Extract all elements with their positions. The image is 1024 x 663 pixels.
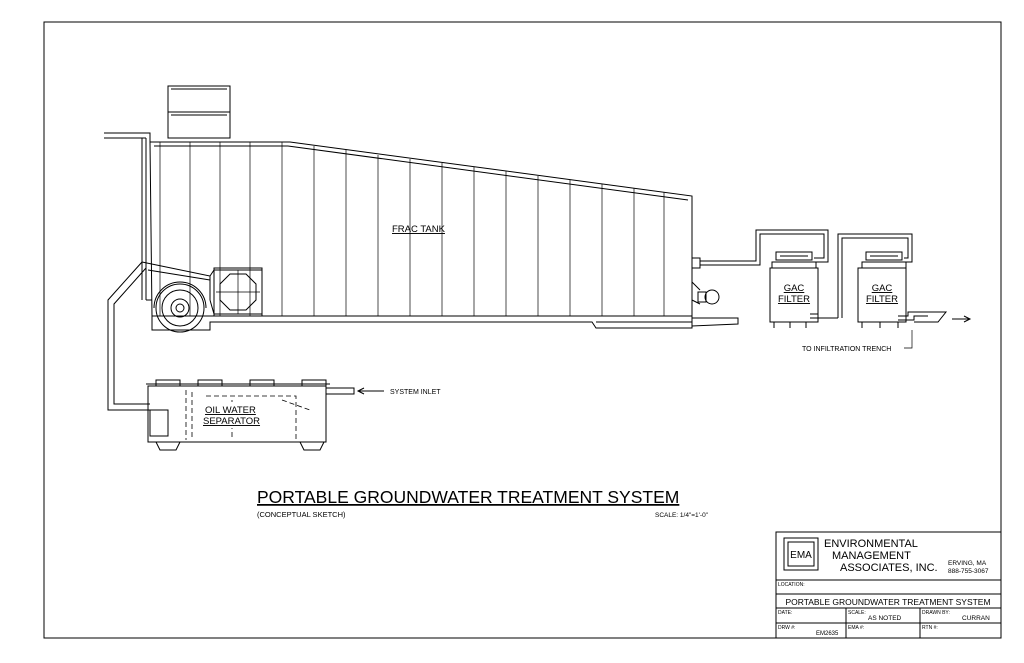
- tank-body: [149, 141, 693, 317]
- drawing-subtitle: (CONCEPTUAL SKETCH): [257, 510, 346, 519]
- infiltration-leader: [904, 330, 913, 349]
- drawn-by-label: DRAWN BY:: [922, 610, 950, 616]
- gac-filter-2: [857, 251, 907, 328]
- logo-text: EMA: [790, 550, 812, 561]
- drw-label: DRW #:: [778, 625, 795, 631]
- scale-value: AS NOTED: [868, 615, 902, 622]
- company-phone: 888-755-3067: [948, 568, 989, 575]
- drawing-title: PORTABLE GROUNDWATER TREATMENT SYSTEM: [257, 487, 679, 507]
- tank-outlet-pump: [691, 257, 739, 327]
- oil-water-separator: [146, 379, 384, 451]
- location-label: LOCATION:: [778, 582, 805, 588]
- ema-label: EMA #:: [848, 625, 864, 631]
- gac-2-label-line1: GAC: [872, 283, 893, 294]
- frac-tank-label: FRAC TANK: [392, 224, 446, 235]
- frac-tank: [104, 85, 739, 333]
- drawing-scale: SCALE: 1/4"=1'-0": [655, 512, 709, 519]
- gac-1-label-line1: GAC: [784, 283, 805, 294]
- rtn-label: RTN #:: [922, 625, 938, 631]
- piping: [107, 229, 972, 411]
- company-line3: ASSOCIATES, INC.: [840, 562, 938, 574]
- date-label: DATE:: [778, 610, 792, 616]
- drw-value: EM2635: [816, 631, 839, 637]
- company-city: ERVING, MA: [948, 560, 987, 567]
- sheet-border: [43, 21, 1002, 639]
- tank-manway: [213, 267, 263, 317]
- project-name: PORTABLE GROUNDWATER TREATMENT SYSTEM: [785, 597, 990, 607]
- title-block: EMA ENVIRONMENTAL MANAGEMENT ASSOCIATES,…: [775, 531, 1002, 639]
- gac-2-label-line2: FILTER: [866, 294, 898, 305]
- drawn-by-value: CURRAN: [962, 615, 990, 622]
- gac-filter-1: [769, 251, 819, 328]
- ows-label-line2: SEPARATOR: [203, 416, 260, 427]
- scale-label: SCALE:: [848, 610, 866, 616]
- company-line1: ENVIRONMENTAL: [824, 538, 918, 550]
- gac-1-label-line2: FILTER: [778, 294, 810, 305]
- tank-skid: [151, 315, 693, 331]
- infiltration-label: TO INFILTRATION TRENCH: [802, 346, 891, 353]
- tank-wheel: [153, 281, 207, 333]
- company-logo: EMA: [783, 537, 819, 571]
- ows-label-line1: OIL WATER: [205, 405, 256, 416]
- company-line2: MANAGEMENT: [832, 550, 911, 562]
- system-inlet-label: SYSTEM INLET: [390, 389, 441, 396]
